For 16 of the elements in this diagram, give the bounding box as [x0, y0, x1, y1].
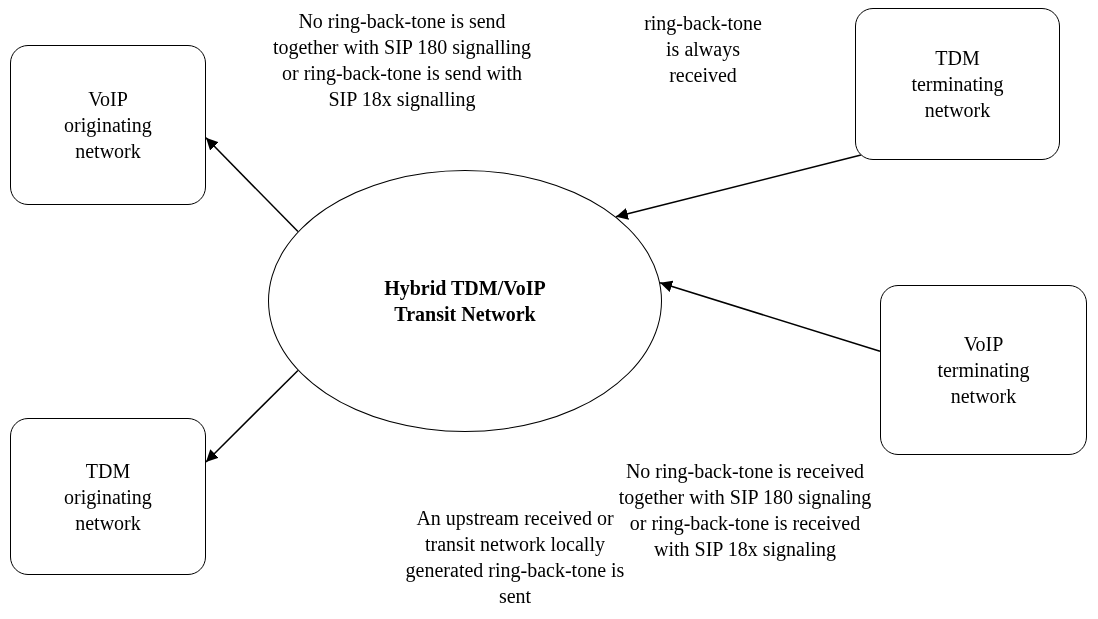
note-text: No ring-back-tone is received together with SIP 180 signaling or ring-back-tone is received with SIP 18x signaling — [617, 459, 873, 562]
node-label: TDM terminating network — [910, 46, 1005, 123]
arrow — [615, 154, 862, 220]
node-label: Hybrid TDM/VoIP Transit Network — [383, 276, 547, 327]
node-label: VoIP originating network — [63, 87, 153, 164]
note-text: ring-back-tone is always received — [643, 11, 763, 88]
network-box — [10, 45, 206, 205]
node-label: TDM originating network — [63, 458, 153, 536]
arrow — [205, 137, 299, 233]
network-box — [880, 285, 1087, 455]
node-label: VoIP terminating network — [936, 332, 1031, 409]
network-box — [10, 418, 206, 575]
arrow — [659, 280, 881, 353]
network-box — [855, 8, 1060, 160]
note-text: No ring-back-tone is send together with SIP 180 signalling or ring-back-tone is send with SIP 18x signalling — [271, 9, 533, 112]
arrow — [205, 369, 299, 463]
